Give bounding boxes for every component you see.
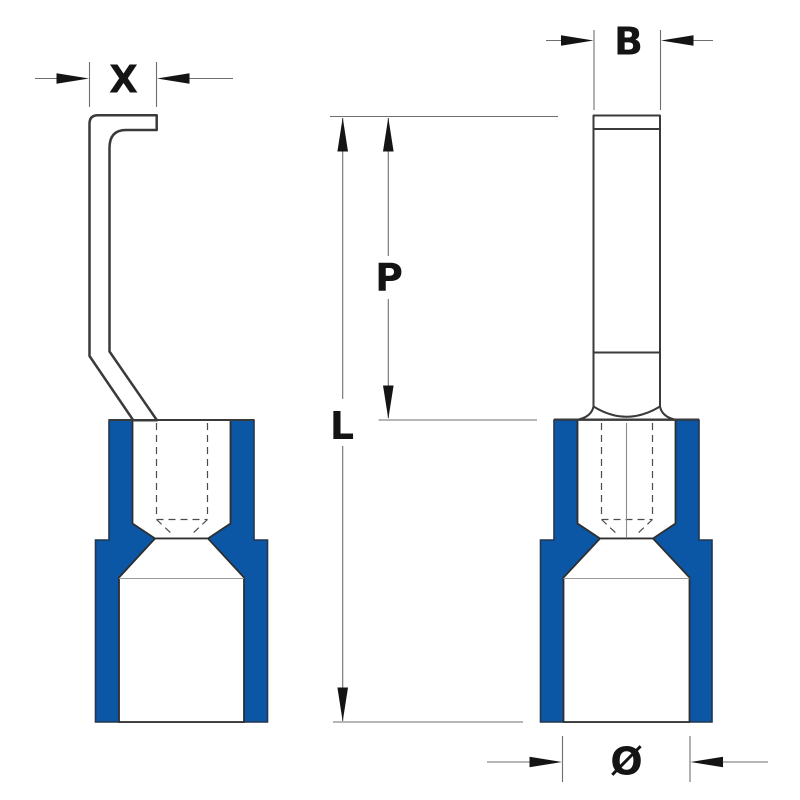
left-insulation-funnel-cavity bbox=[118, 537, 245, 723]
pin-root-arc bbox=[592, 405, 661, 418]
b-dimension-label: B bbox=[614, 20, 643, 64]
left-hole-dashed-taper-right bbox=[190, 519, 208, 536]
dimension-diameter: Ø bbox=[487, 736, 768, 784]
dia-arrowhead-left bbox=[529, 756, 562, 768]
b-arrowhead-left bbox=[561, 35, 594, 46]
pin-flare-left bbox=[578, 406, 595, 421]
l-dimension-label: L bbox=[330, 404, 354, 448]
right-insulation-funnel-cavity bbox=[562, 537, 691, 723]
p-dimension-label: P bbox=[375, 256, 403, 300]
p-arrowhead-up bbox=[383, 117, 394, 152]
pin-terminal bbox=[539, 114, 713, 723]
x-arrowhead-left bbox=[56, 73, 89, 84]
b-arrowhead-right bbox=[661, 35, 694, 46]
right-hole-dashed-taper-right bbox=[635, 519, 653, 536]
l-arrowhead-up bbox=[337, 117, 348, 152]
left-wire-barrel-cavity bbox=[131, 419, 232, 540]
hook-blade-terminal bbox=[88, 114, 269, 723]
dimension-x: X bbox=[35, 58, 233, 107]
dimension-b: B bbox=[546, 20, 713, 110]
right-hole-dashed-taper-left bbox=[601, 519, 619, 536]
pin-shaft-outline bbox=[592, 114, 661, 407]
hook-blade-outline bbox=[88, 114, 159, 422]
dimension-p-l: L P bbox=[330, 115, 558, 723]
x-dimension-label: X bbox=[109, 58, 138, 102]
dia-arrowhead-right bbox=[690, 756, 723, 768]
pin-flare-right bbox=[659, 406, 675, 421]
x-arrowhead-right bbox=[157, 73, 190, 84]
p-arrowhead-down bbox=[383, 385, 394, 419]
left-hole-dashed-taper-left bbox=[156, 519, 174, 536]
dia-dimension-label: Ø bbox=[610, 740, 642, 784]
l-arrowhead-down bbox=[337, 687, 348, 722]
